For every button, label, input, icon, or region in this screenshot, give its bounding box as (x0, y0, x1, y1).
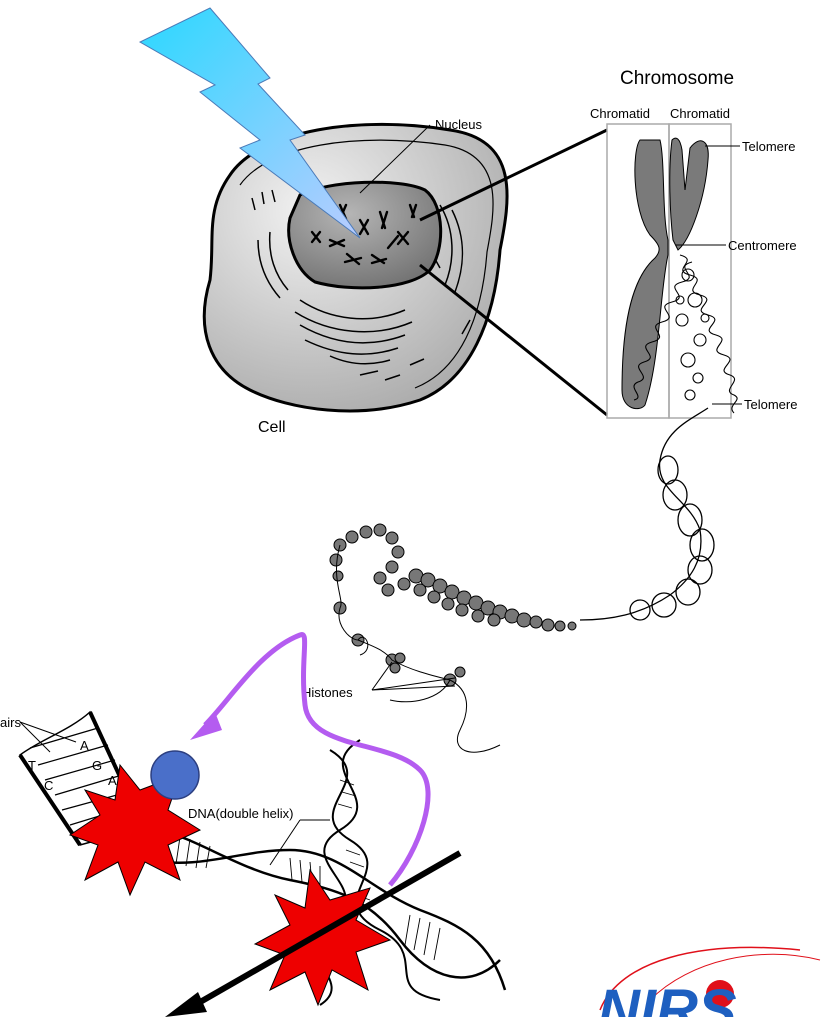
histone-bead-icon (330, 524, 576, 686)
chromosome-left-chromatid (622, 140, 668, 409)
base-letter: T (28, 758, 36, 773)
logo-text: NIRS (598, 978, 737, 1017)
centromere-label: Centromere (728, 238, 797, 253)
chromosome-right-chromatid (670, 138, 708, 250)
histones-label: Histones (302, 685, 353, 700)
chromosome-title: Chromosome (620, 68, 734, 89)
logo-icon: NIRS (598, 948, 820, 1017)
telomere-bottom-label: Telomere (744, 397, 797, 412)
base-letter: G (92, 758, 102, 773)
direct-arrow-head (165, 992, 207, 1017)
cell-label: Cell (258, 419, 286, 436)
chromatid-left-label: Chromatid (590, 106, 650, 121)
chromatin-fiber (580, 408, 714, 620)
base-pairs-label: airs (0, 715, 21, 730)
dna-label: DNA(double helix) (188, 806, 294, 821)
cell: Cell Nucleus (204, 117, 507, 436)
base-letter: A (108, 773, 117, 788)
chromatid-right-label: Chromatid (670, 106, 730, 121)
telomere-top-label: Telomere (742, 139, 795, 154)
indirect-arrow-head (190, 712, 222, 740)
nucleus-label: Nucleus (435, 117, 482, 132)
histones-label-group: Histones (302, 662, 455, 700)
chromosome-panel: Chromosome Chromatid Chromatid Telomere … (590, 68, 797, 418)
damage-burst-icon (255, 870, 390, 1005)
radical-circle-icon (151, 751, 199, 799)
base-letter: A (80, 738, 89, 753)
base-letter: C (44, 778, 53, 793)
